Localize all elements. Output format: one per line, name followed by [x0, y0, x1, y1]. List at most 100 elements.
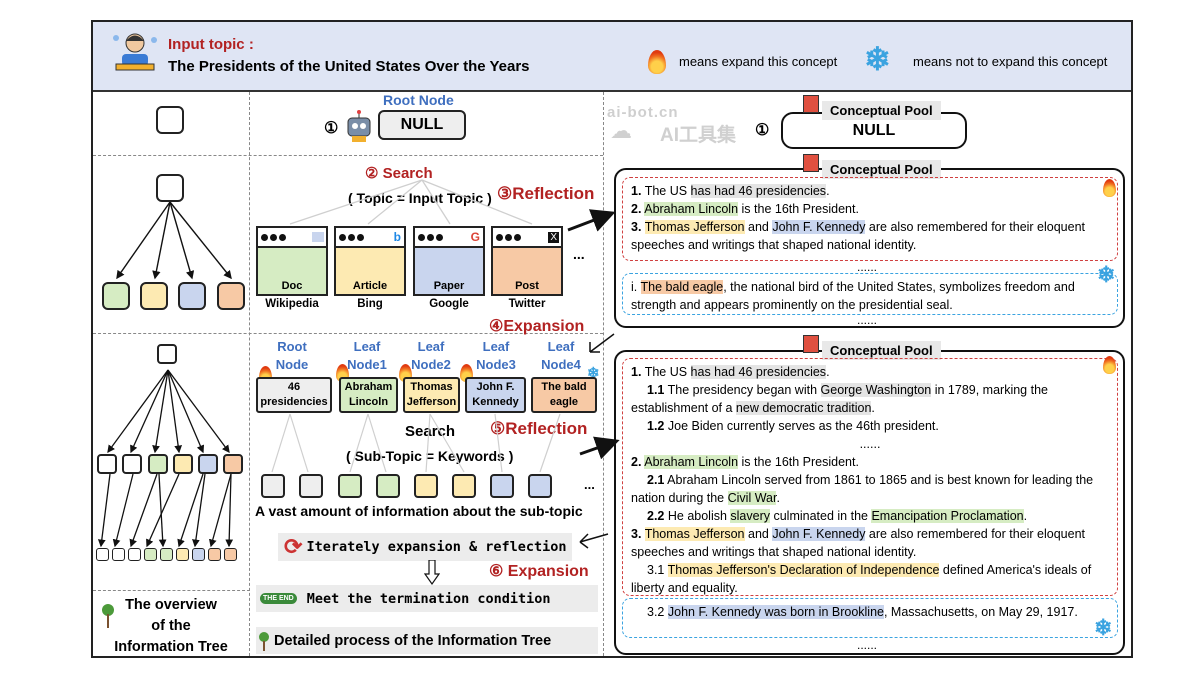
- pool1-step-marker: ①: [755, 122, 770, 139]
- tree3-root: [157, 344, 177, 364]
- pool2-dots-2: ......: [857, 313, 878, 327]
- pool1-null: NULL: [852, 122, 896, 139]
- watermark-logo-icon: ☁: [610, 118, 632, 143]
- pool3-expand-block: 1. The US has had 46 presidencies. 1.1 T…: [622, 358, 1118, 596]
- tree3-edges: [97, 369, 234, 548]
- tree3-leaf: [192, 548, 205, 561]
- node-header-leaf2: Leaf Node2: [411, 339, 451, 372]
- pool-bucket-icon: [803, 335, 819, 353]
- step-6-expansion: ⑥ Expansion: [489, 563, 589, 580]
- tree3-leaf: [112, 548, 125, 561]
- info-block: [490, 474, 514, 498]
- sources-ellipsis: ...: [573, 246, 585, 262]
- source-name-wikipedia: Wikipedia: [265, 298, 319, 310]
- legend-no-expand-text: means not to expand this concept: [913, 54, 1108, 69]
- watermark-url: ai-bot.cn: [607, 104, 679, 121]
- robot-icon: [347, 110, 371, 142]
- termination-text: Meet the termination condition: [306, 590, 551, 607]
- source-wikipedia: Doc: [256, 226, 328, 296]
- iterate-bar: ⟳ Iterately expansion & reflection: [278, 533, 572, 561]
- node-header-leaf3: Leaf Node3: [476, 339, 516, 372]
- pool2-title: Conceptual Pool: [822, 160, 941, 179]
- tree3-node: [223, 454, 243, 474]
- termination-bar: THE END Meet the termination condition: [256, 585, 598, 612]
- down-arrow-icon: [424, 560, 440, 586]
- info-block: [528, 474, 552, 498]
- step-3-reflection: ③Reflection: [497, 184, 595, 203]
- legend-expand-text: means expand this concept: [679, 54, 838, 69]
- pool3-dots-2: ......: [857, 638, 878, 652]
- pool-bucket-icon: [803, 95, 819, 113]
- tree2-leaf-3: [178, 282, 206, 310]
- tree-icon: [102, 604, 114, 628]
- tree2-root: [156, 174, 184, 202]
- node-header-root: Root Node: [275, 339, 309, 372]
- sub-topic-params: ( Sub-Topic = Keywords ): [346, 448, 514, 464]
- info-ellipsis: ...: [584, 477, 595, 492]
- tree-icon: [259, 631, 269, 651]
- the-end-badge-icon: THE END: [260, 593, 297, 604]
- info-block: [376, 474, 400, 498]
- input-topic-label: Input topic :: [168, 36, 254, 53]
- watermark-text: AI工具集: [660, 125, 737, 146]
- step-4-expansion: ④Expansion: [489, 318, 585, 335]
- tree3-leaf: [144, 548, 157, 561]
- tree3-node: [122, 454, 142, 474]
- input-topic-text: The Presidents of the United States Over…: [168, 58, 530, 75]
- flame-icon: [648, 50, 666, 74]
- cycle-arrows-icon: ⟳: [284, 534, 303, 560]
- source-name-twitter: Twitter: [508, 298, 546, 310]
- column-divider-1: [249, 92, 250, 656]
- arrow-to-pool-2: [567, 209, 616, 232]
- browser-badge-icon: [312, 232, 324, 242]
- source-google: G Paper: [413, 226, 485, 296]
- arrow-from-pool-back: [579, 533, 609, 549]
- info-block: [338, 474, 362, 498]
- pool3-title: Conceptual Pool: [822, 341, 941, 360]
- pool3-dots: ......: [859, 437, 881, 451]
- step-5-reflection: ⑤Reflection: [490, 419, 588, 438]
- step-1-marker: ①: [324, 120, 339, 137]
- tree2-edges: [116, 201, 232, 280]
- info-block: [414, 474, 438, 498]
- header-bar: [93, 22, 1131, 92]
- figure-frame: [91, 20, 1133, 658]
- arrow-expansion-back: [589, 333, 615, 353]
- step-2-search: ② Search: [365, 165, 433, 182]
- tree3-node: [148, 454, 168, 474]
- info-block: [299, 474, 323, 498]
- source-name-bing: Bing: [357, 298, 383, 310]
- column-divider-2: [603, 92, 604, 656]
- source-type-label: Paper: [433, 280, 465, 292]
- node-header-leaf1: Leaf Node1: [347, 339, 387, 372]
- node-root-box: 46 presidencies: [256, 377, 332, 413]
- pool1-title: Conceptual Pool: [822, 101, 941, 120]
- source-type-label: Post: [515, 280, 539, 292]
- pool2-dots: ......: [857, 260, 878, 274]
- tree3-node: [97, 454, 117, 474]
- tree2-leaf-2: [140, 282, 168, 310]
- pool3-freeze-block: 3.2 John F. Kennedy was born in Brooklin…: [622, 598, 1118, 638]
- snowflake-icon: ❄: [1094, 615, 1113, 640]
- snowflake-icon: ❄: [864, 41, 891, 77]
- flame-icon: [1103, 179, 1116, 197]
- source-type-label: Article: [352, 280, 388, 292]
- tree3-leaf: [224, 548, 237, 561]
- flame-icon: [1103, 356, 1116, 374]
- info-block: [452, 474, 476, 498]
- source-name-google: Google: [429, 298, 469, 310]
- iterate-text: Iterately expansion & reflection: [306, 539, 567, 555]
- pool2-freeze-block: i. The bald eagle, the national bird of …: [622, 273, 1118, 315]
- tree3-leaf: [160, 548, 173, 561]
- tree3-node: [198, 454, 218, 474]
- node-leaf1-box: Abraham Lincoln: [339, 377, 398, 413]
- row-divider-2: [93, 333, 603, 334]
- snowflake-icon: ❄: [1097, 262, 1116, 287]
- tree3-leaf: [176, 548, 189, 561]
- source-twitter: X Post: [491, 226, 563, 296]
- person-at-laptop-icon: [113, 33, 157, 71]
- node-leaf2-box: Thomas Jefferson: [403, 377, 460, 413]
- detailed-process-text: Detailed process of the Information Tree: [274, 632, 552, 649]
- source-type-label: Doc: [281, 280, 303, 292]
- tree3-leaf: [208, 548, 221, 561]
